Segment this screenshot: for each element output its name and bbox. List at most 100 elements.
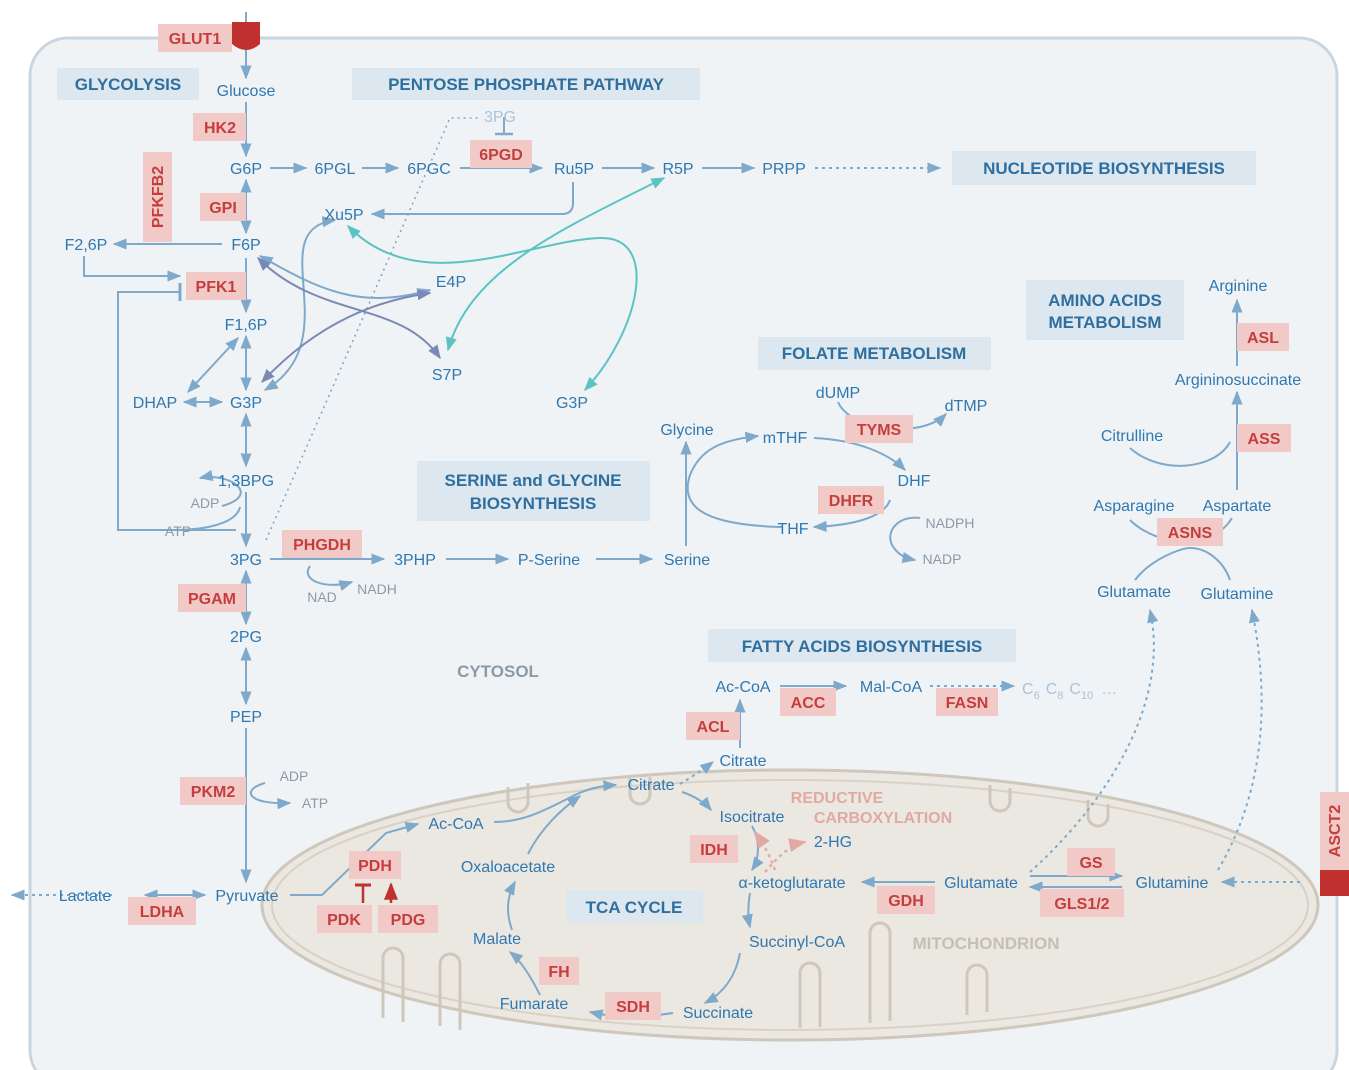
- enzyme-6pgd: 6PGD: [479, 147, 523, 164]
- section-fatty-acids: FATTY ACIDS BIOSYNTHESIS: [742, 637, 983, 656]
- enzyme-gpi: GPI: [209, 200, 237, 217]
- metabolite-3php: 3PHP: [394, 552, 436, 569]
- metabolite-p-serine: P-Serine: [518, 552, 580, 569]
- transporter-icon: [232, 22, 260, 50]
- metabolite-pep: PEP: [230, 709, 262, 726]
- section-folate: FOLATE METABOLISM: [782, 344, 966, 363]
- enzyme-asl: ASL: [1247, 330, 1279, 347]
- metabolite-atp-1: ATP: [165, 523, 191, 539]
- metabolite-atp-2: ATP: [302, 795, 328, 811]
- metabolite-asparagine: Asparagine: [1094, 498, 1175, 515]
- enzyme-tyms: TYMS: [857, 422, 902, 439]
- metabolite-dhf: DHF: [898, 473, 931, 490]
- metabolite-alpha-ketoglutarate: α-ketoglutarate: [738, 875, 845, 892]
- enzyme-pdg: PDG: [391, 912, 426, 929]
- enzyme-fh: FH: [548, 964, 569, 981]
- metabolite-g6p: G6P: [230, 161, 262, 178]
- metabolite-13bpg: 1,3BPG: [218, 473, 274, 490]
- metabolite-citrate-mito: Citrate: [627, 777, 674, 794]
- metabolite-pyruvate: Pyruvate: [215, 888, 278, 905]
- metabolite-6pgl: 6PGL: [315, 161, 356, 178]
- metabolite-xu5p: Xu5P: [324, 207, 363, 224]
- enzyme-gs: GS: [1079, 855, 1102, 872]
- metabolite-nadp: NADP: [923, 551, 962, 567]
- label-mitochondrion: MITOCHONDRION: [912, 934, 1059, 953]
- section-nucleotide: NUCLEOTIDE BIOSYNTHESIS: [983, 159, 1225, 178]
- metabolite-ru5p: Ru5P: [554, 161, 594, 178]
- enzyme-ass: ASS: [1248, 431, 1281, 448]
- enzyme-pfk1: PFK1: [196, 279, 237, 296]
- metabolite-f16p: F1,6P: [225, 317, 268, 334]
- metabolite-f26p: F2,6P: [65, 237, 108, 254]
- metabolite-adp-2: ADP: [280, 768, 309, 784]
- metabolite-succinyl-coa: Succinyl-CoA: [749, 934, 845, 951]
- reductive-carboxylation-line1: REDUCTIVE: [791, 790, 884, 807]
- enzyme-pgam: PGAM: [188, 591, 236, 608]
- mitochondrion-membrane: [260, 768, 1320, 1042]
- enzyme-gdh: GDH: [888, 893, 924, 910]
- metabolite-nadh: NADH: [357, 581, 397, 597]
- reductive-carboxylation-line2: CARBOXYLATION: [814, 810, 952, 827]
- metabolite-arginine: Arginine: [1209, 278, 1268, 295]
- metabolite-glutamate-mito: Glutamate: [944, 875, 1018, 892]
- metabolite-g3p: G3P: [230, 395, 262, 412]
- reductive-arrows: [753, 830, 807, 873]
- section-serine-line1: SERINE and GLYCINE: [445, 471, 622, 490]
- metabolite-oxaloacetate: Oxaloacetate: [461, 859, 555, 876]
- label-cytosol: CYTOSOL: [457, 662, 539, 681]
- metabolite-3pg: 3PG: [230, 552, 262, 569]
- enzyme-ldha: LDHA: [140, 904, 185, 921]
- metabolite-citrate-cytosol: Citrate: [719, 753, 766, 770]
- enzyme-asns: ASNS: [1168, 525, 1213, 542]
- metabolite-citrulline: Citrulline: [1101, 428, 1163, 445]
- metabolite-glutamine-mito: Glutamine: [1136, 875, 1209, 892]
- mitochondrion-cristae: [381, 777, 1110, 1030]
- metabolite-g3p-right: G3P: [556, 395, 588, 412]
- metabolite-2pg: 2PG: [230, 629, 262, 646]
- metabolite-glutamine-cytosol: Glutamine: [1201, 586, 1274, 603]
- enzyme-sdh: SDH: [616, 999, 650, 1016]
- enzyme-pfkfb2: PFKFB2: [150, 166, 167, 228]
- section-amino-acids-line2: METABOLISM: [1048, 313, 1161, 332]
- enzyme-asct2: ASCT2: [1327, 805, 1344, 858]
- enzyme-glut1: GLUT1: [169, 31, 222, 48]
- metabolite-succinate: Succinate: [683, 1005, 753, 1022]
- metabolite-ac-coa-mito: Ac-CoA: [428, 816, 483, 833]
- metabolite-dhap: DHAP: [133, 395, 177, 412]
- section-amino-acids-line1: AMINO ACIDS: [1048, 291, 1162, 310]
- metabolite-nad: NAD: [307, 589, 337, 605]
- metabolite-ac-coa-cytosol: Ac-CoA: [715, 679, 770, 696]
- metabolite-6pgc: 6PGC: [407, 161, 451, 178]
- metabolite-adp-1: ADP: [191, 495, 220, 511]
- section-serine-line2: BIOSYNTHESIS: [470, 494, 597, 513]
- metabolite-glucose: Glucose: [217, 83, 276, 100]
- enzyme-dhfr: DHFR: [829, 493, 874, 510]
- metabolite-3pg-faded: 3PG: [484, 109, 516, 126]
- enzyme-gls: GLS1/2: [1054, 896, 1109, 913]
- metabolite-malate: Malate: [473, 931, 521, 948]
- section-tca: TCA CYCLE: [586, 898, 683, 917]
- metabolite-f6p: F6P: [231, 237, 260, 254]
- enzyme-acc: ACC: [791, 695, 826, 712]
- metabolite-aspartate: Aspartate: [1203, 498, 1272, 515]
- metabolite-argininosuccinate: Argininosuccinate: [1175, 372, 1301, 389]
- metabolite-2-hg: 2-HG: [814, 834, 852, 851]
- metabolite-dtmp: dTMP: [945, 398, 988, 415]
- metabolite-fumarate: Fumarate: [500, 996, 569, 1013]
- metabolite-prpp: PRPP: [762, 161, 806, 178]
- transporter-icon: [1320, 864, 1349, 896]
- metabolite-glutamate-cytosol: Glutamate: [1097, 584, 1171, 601]
- metabolite-isocitrate: Isocitrate: [720, 809, 785, 826]
- enzyme-pdh: PDH: [358, 858, 392, 875]
- metabolite-r5p: R5P: [662, 161, 693, 178]
- metabolite-mthf: mTHF: [763, 430, 808, 447]
- enzyme-pdk: PDK: [327, 912, 361, 929]
- metabolite-mal-coa: Mal-CoA: [860, 679, 923, 696]
- section-ppp: PENTOSE PHOSPHATE PATHWAY: [388, 75, 664, 94]
- enzyme-hk2: HK2: [204, 120, 236, 137]
- metabolite-serine: Serine: [664, 552, 710, 569]
- metabolite-thf: THF: [777, 521, 808, 538]
